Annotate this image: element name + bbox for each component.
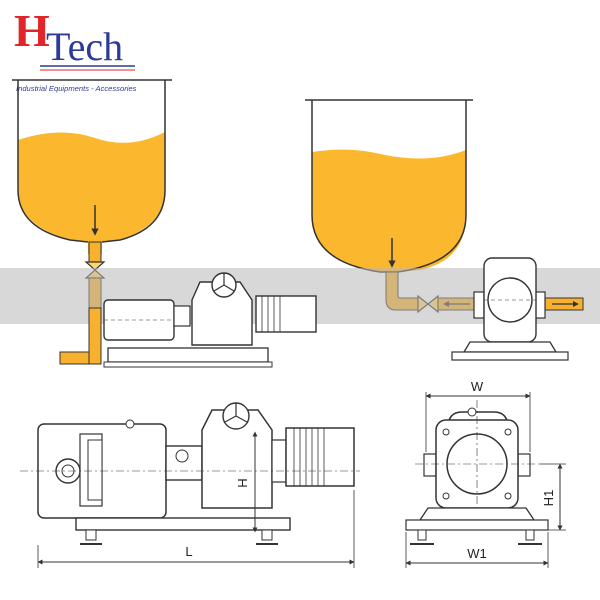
base-frame bbox=[75, 517, 291, 531]
right-tank-fluid bbox=[312, 149, 466, 272]
dim-label-l: L bbox=[185, 544, 192, 559]
base-frame-left bbox=[107, 347, 269, 363]
side-dimension-drawing: H L bbox=[20, 402, 360, 568]
dim-label-h1: H1 bbox=[541, 490, 556, 507]
gearbox-left bbox=[191, 281, 253, 346]
suction-pipe-vertical bbox=[88, 307, 102, 365]
dim-label-h: H bbox=[235, 478, 250, 487]
left-tank-fluid bbox=[18, 132, 165, 254]
dim-label-w1: W1 bbox=[467, 546, 487, 561]
installed-pump-front bbox=[451, 257, 584, 361]
left-tank-outline bbox=[17, 80, 166, 243]
left-outlet-pipe bbox=[88, 241, 102, 263]
front-dimension-drawing: W H1 W1 bbox=[405, 379, 566, 568]
logo-tagline: Industrial Equipments - Accessories bbox=[16, 84, 137, 93]
motor-left bbox=[255, 295, 317, 333]
motor bbox=[285, 427, 355, 487]
logo-mark: H bbox=[14, 5, 50, 56]
logo-word: Tech bbox=[46, 24, 123, 69]
installed-pump-side bbox=[59, 272, 317, 368]
company-logo: H Tech Industrial Equipments - Accessori… bbox=[14, 5, 137, 93]
dim-label-w: W bbox=[471, 379, 484, 394]
